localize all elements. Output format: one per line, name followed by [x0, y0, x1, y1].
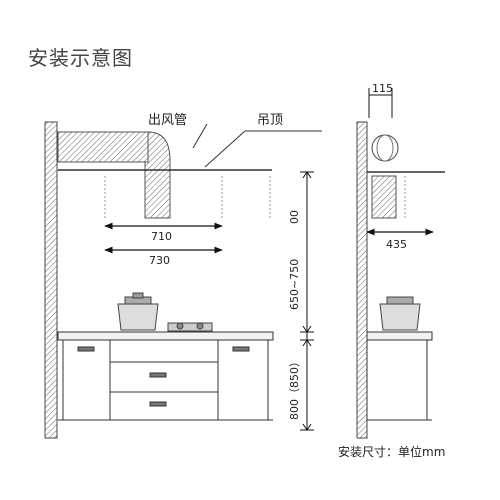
unit-label: 安装尺寸：单位mm: [338, 444, 445, 459]
dim-730: 730: [149, 254, 170, 267]
left-wall: [44, 121, 58, 439]
duct-label: 出风管: [148, 113, 187, 128]
dim-hood-height: 00: [288, 210, 301, 224]
dim-435: 435: [386, 238, 407, 251]
front-view: [44, 121, 322, 439]
side-view: [356, 88, 445, 439]
dim-115: 115: [372, 82, 393, 95]
base-cabinets: [62, 339, 269, 421]
countertop: [57, 331, 274, 341]
cooking-pot: [117, 292, 159, 331]
dim-counter-height: 800（850）: [288, 356, 301, 420]
ceiling-label: 吊顶: [257, 113, 283, 128]
page-title: 安装示意图: [28, 46, 133, 70]
side-duct: [371, 134, 399, 162]
dim-710: 710: [151, 230, 172, 243]
side-wall: [356, 121, 368, 439]
burner: [167, 322, 213, 332]
duct-pipe: [57, 131, 171, 219]
dim-hood-to-counter: 650~750: [288, 259, 301, 310]
